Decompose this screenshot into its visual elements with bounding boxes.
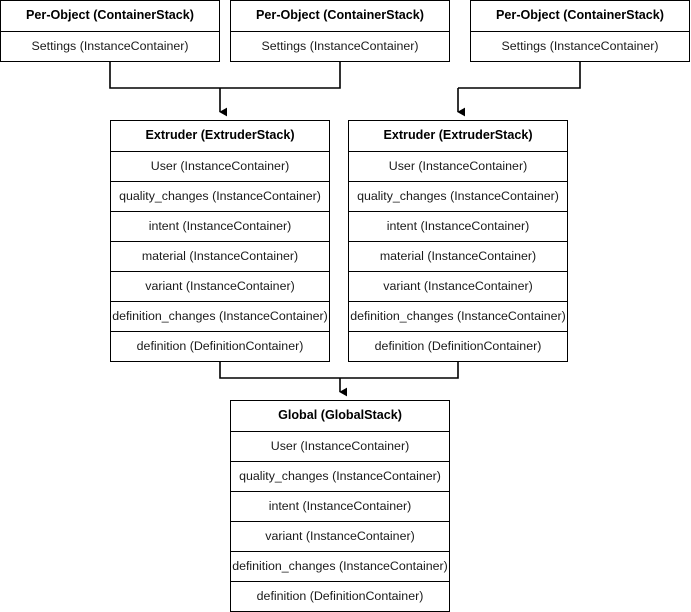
node-row-material: material (InstanceContainer) <box>111 241 329 271</box>
node-per-object-3[interactable]: Per-Object (ContainerStack) Settings (In… <box>470 0 690 62</box>
node-header: Per-Object (ContainerStack) <box>256 8 424 22</box>
node-row-user: User (InstanceContainer) <box>111 151 329 181</box>
node-row-quality-changes: quality_changes (InstanceContainer) <box>231 461 449 491</box>
edge-per-object-1-to-extruder-1 <box>109 60 220 89</box>
node-row-variant: variant (InstanceContainer) <box>349 271 567 301</box>
node-per-object-2[interactable]: Per-Object (ContainerStack) Settings (In… <box>230 0 450 62</box>
node-row-definition-changes: definition_changes (InstanceContainer) <box>111 301 329 331</box>
node-row-intent: intent (InstanceContainer) <box>111 211 329 241</box>
node-row-definition: definition (DefinitionContainer) <box>111 331 329 361</box>
node-row-settings: Settings (InstanceContainer) <box>1 31 219 61</box>
node-extruder-1[interactable]: Extruder (ExtruderStack) User (InstanceC… <box>110 120 330 362</box>
edge-extruder-2-to-global <box>340 360 459 379</box>
node-row-intent: intent (InstanceContainer) <box>231 491 449 521</box>
node-row-variant: variant (InstanceContainer) <box>111 271 329 301</box>
node-header: Extruder (ExtruderStack) <box>383 128 533 142</box>
node-row-variant: variant (InstanceContainer) <box>231 521 449 551</box>
node-per-object-1[interactable]: Per-Object (ContainerStack) Settings (In… <box>0 0 220 62</box>
edge-per-object-2-to-extruder-1 <box>220 60 341 89</box>
node-row-settings: Settings (InstanceContainer) <box>471 31 689 61</box>
node-header: Global (GlobalStack) <box>278 408 402 422</box>
node-header: Per-Object (ContainerStack) <box>26 8 194 22</box>
edge-extruder-1-to-global <box>219 360 340 379</box>
node-header: Extruder (ExtruderStack) <box>145 128 295 142</box>
node-row-definition-changes: definition_changes (InstanceContainer) <box>349 301 567 331</box>
node-row-settings: Settings (InstanceContainer) <box>231 31 449 61</box>
node-extruder-2[interactable]: Extruder (ExtruderStack) User (InstanceC… <box>348 120 568 362</box>
node-row-quality-changes: quality_changes (InstanceContainer) <box>111 181 329 211</box>
node-row-definition-changes: definition_changes (InstanceContainer) <box>231 551 449 581</box>
node-header: Per-Object (ContainerStack) <box>496 8 664 22</box>
node-global[interactable]: Global (GlobalStack) User (InstanceConta… <box>230 400 450 612</box>
node-row-definition: definition (DefinitionContainer) <box>349 331 567 361</box>
node-row-user: User (InstanceContainer) <box>231 431 449 461</box>
node-row-user: User (InstanceContainer) <box>349 151 567 181</box>
node-row-definition: definition (DefinitionContainer) <box>231 581 449 611</box>
edge-per-object-3-to-extruder-2 <box>458 60 581 89</box>
node-row-quality-changes: quality_changes (InstanceContainer) <box>349 181 567 211</box>
node-row-material: material (InstanceContainer) <box>349 241 567 271</box>
node-row-intent: intent (InstanceContainer) <box>349 211 567 241</box>
